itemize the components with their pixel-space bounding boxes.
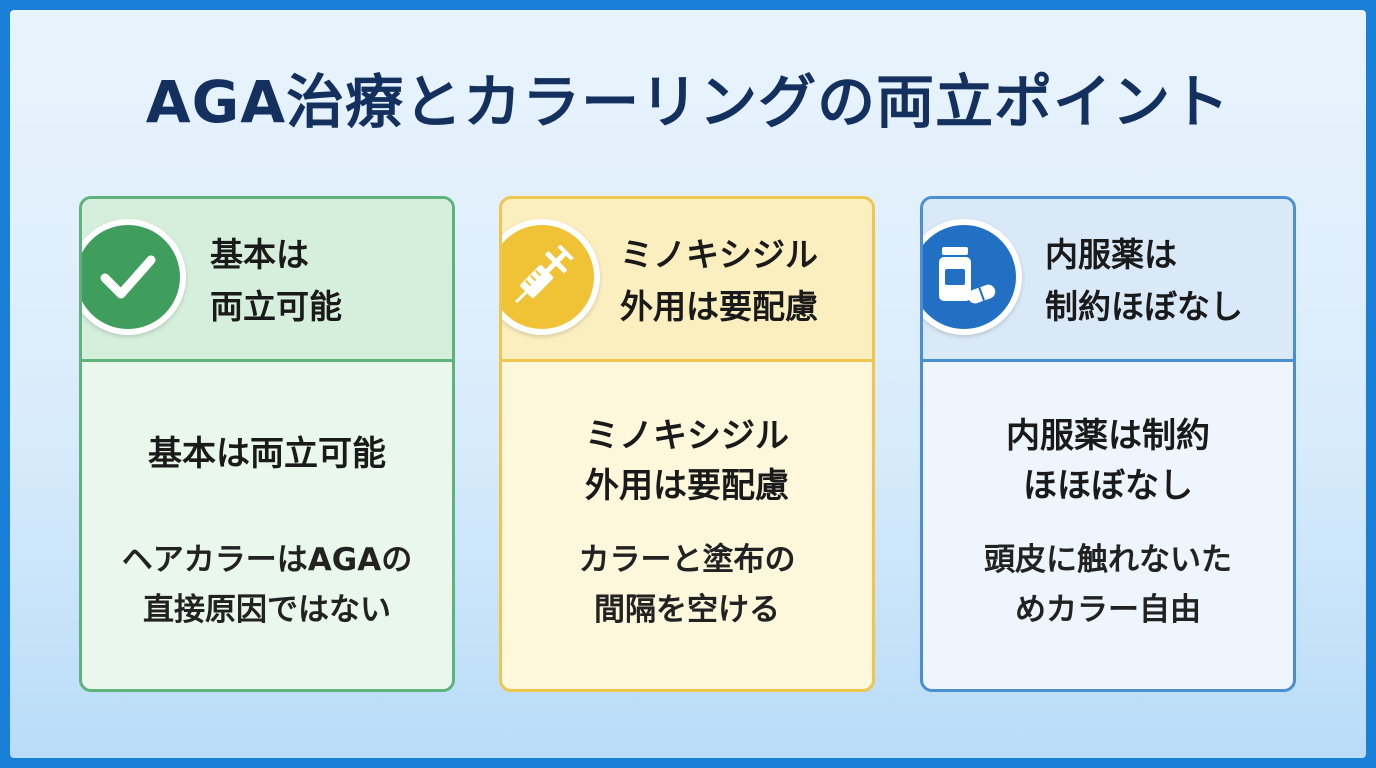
card-heading: 内服薬は制約 ほほぼなし [1006,416,1210,506]
card-heading: 基本は両立可能 [148,434,386,474]
card-compatible: 基本は 両立可能 基本は両立可能 ヘアカラーはAGAの 直接原因ではない [79,196,455,692]
card-description: 頭皮に触れないた めカラー自由 [984,542,1232,628]
medicine-bottle-icon [923,219,1022,335]
card-header-title: 内服薬は 制約ほぼなし [1045,235,1243,326]
card-description: カラーと塗布の 間隔を空ける [578,542,796,628]
checkmark-icon [82,219,186,335]
card-header-title: ミノキシジル 外用は要配慮 [620,235,818,326]
card-header: 内服薬は 制約ほぼなし [923,199,1293,362]
card-description: ヘアカラーはAGAの 直接原因ではない [121,542,413,628]
card-heading: ミノキシジル 外用は要配慮 [585,416,789,506]
syringe-icon [502,219,600,335]
card-minoxidil: ミノキシジル 外用は要配慮 ミノキシジル 外用は要配慮 カラーと塗布の 間隔を空… [499,196,875,692]
card-oral-medicine: 内服薬は 制約ほぼなし 内服薬は制約 ほほぼなし 頭皮に触れないた めカラー自由 [920,196,1296,692]
card-header: ミノキシジル 外用は要配慮 [502,199,872,362]
card-header-title: 基本は 両立可能 [210,235,342,326]
card-header: 基本は 両立可能 [82,199,452,362]
page-title: AGA治療とカラーリングの両立ポイント [145,68,1231,136]
